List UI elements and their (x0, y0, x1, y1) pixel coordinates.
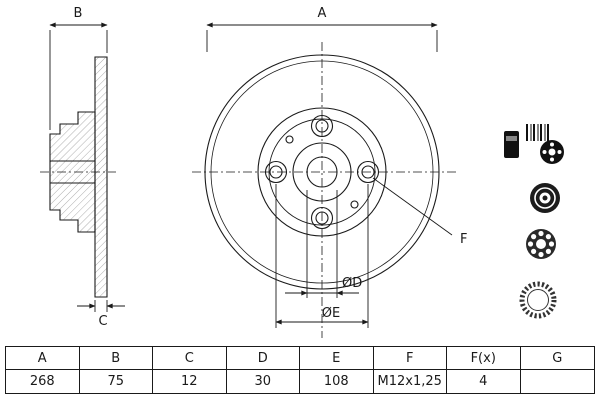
table-value-d: 30 (227, 370, 300, 393)
table-header-c: C (153, 347, 227, 370)
dim-e-label: ØE (322, 306, 340, 321)
table-header-f: F (373, 347, 447, 370)
table-header-b: B (79, 347, 153, 370)
brake-disc-drawing: B C (40, 6, 564, 338)
dimension-d: ØD (285, 190, 362, 298)
dimension-e: ØE (275, 184, 369, 328)
hub-hat-section (49, 111, 96, 233)
table-header-fx: F(x) (447, 347, 521, 370)
callout-f: F (372, 177, 467, 247)
ball-bearing-icon (526, 229, 556, 259)
table-value-a: 268 (6, 370, 80, 393)
side-section-view (40, 56, 116, 298)
pin-hole-upper (285, 135, 294, 144)
table-header-a: A (6, 347, 80, 370)
dimension-table: A B C D E F F(x) G 268 75 12 30 108 M12x… (5, 346, 595, 394)
dim-c-label: C (98, 314, 107, 329)
table-header-d: D (226, 347, 300, 370)
table-header-g: G (520, 347, 594, 370)
table-value-e: 108 (300, 370, 374, 393)
table-header-e: E (300, 347, 374, 370)
dimension-a: A (206, 6, 438, 52)
front-view (192, 42, 458, 338)
dimension-c: C (77, 300, 125, 329)
table-value-b: 75 (80, 370, 153, 393)
callout-f-label: F (460, 232, 467, 247)
dim-a-label: A (318, 6, 327, 21)
dimension-b: B (49, 6, 108, 130)
hub-flange-icon (530, 183, 560, 213)
abs-ring-icon (519, 281, 557, 319)
included-parts-icons (504, 124, 564, 319)
table-value-c: 12 (153, 370, 227, 393)
dim-b-label: B (74, 6, 83, 21)
disc-ring-section (94, 56, 108, 298)
table-value-f: M12x1,25 (374, 370, 447, 393)
dim-d-label: ØD (342, 276, 362, 291)
pin-hole-lower (350, 200, 359, 209)
table-value-g (521, 370, 595, 393)
table-value-fx: 4 (447, 370, 521, 393)
fitting-kit-icon (504, 124, 564, 164)
